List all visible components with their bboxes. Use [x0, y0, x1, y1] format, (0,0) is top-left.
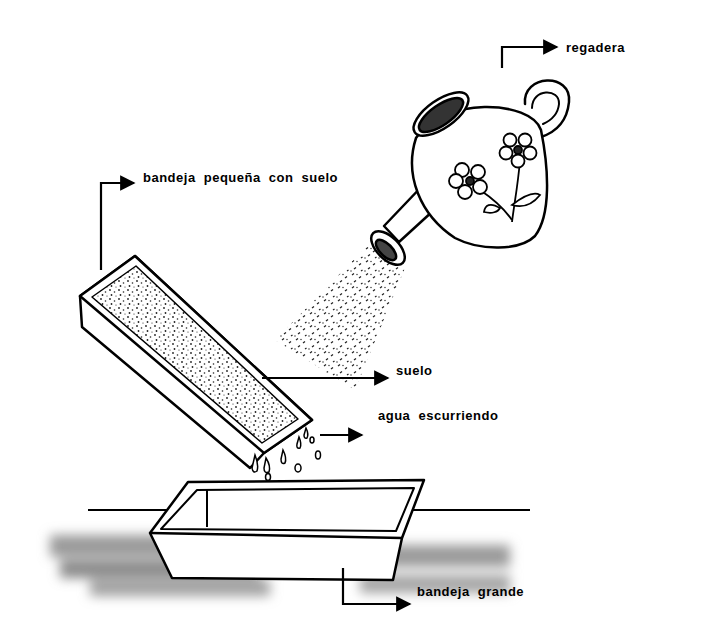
part-label: suelo [396, 363, 432, 379]
part-label-box: suelo [396, 361, 432, 379]
water-spray [275, 245, 405, 390]
small-tray [80, 256, 312, 468]
watering-can [365, 80, 569, 270]
part-label-box: bandeja pequeña con suelo [143, 168, 338, 186]
part-label-box: regadera [566, 38, 625, 56]
part-label-box: agua escurriendo [378, 406, 498, 424]
part-label: regadera [566, 40, 625, 56]
part-label-box: bandeja grande [417, 582, 524, 600]
large-tray [150, 480, 424, 580]
part-label: bandeja grande [417, 584, 524, 600]
part-label: bandeja pequeña con suelo [143, 170, 338, 186]
flower-decoration [449, 134, 540, 223]
part-label: agua escurriendo [378, 408, 498, 424]
leader-lines [101, 47, 557, 604]
water-drips [252, 428, 321, 481]
